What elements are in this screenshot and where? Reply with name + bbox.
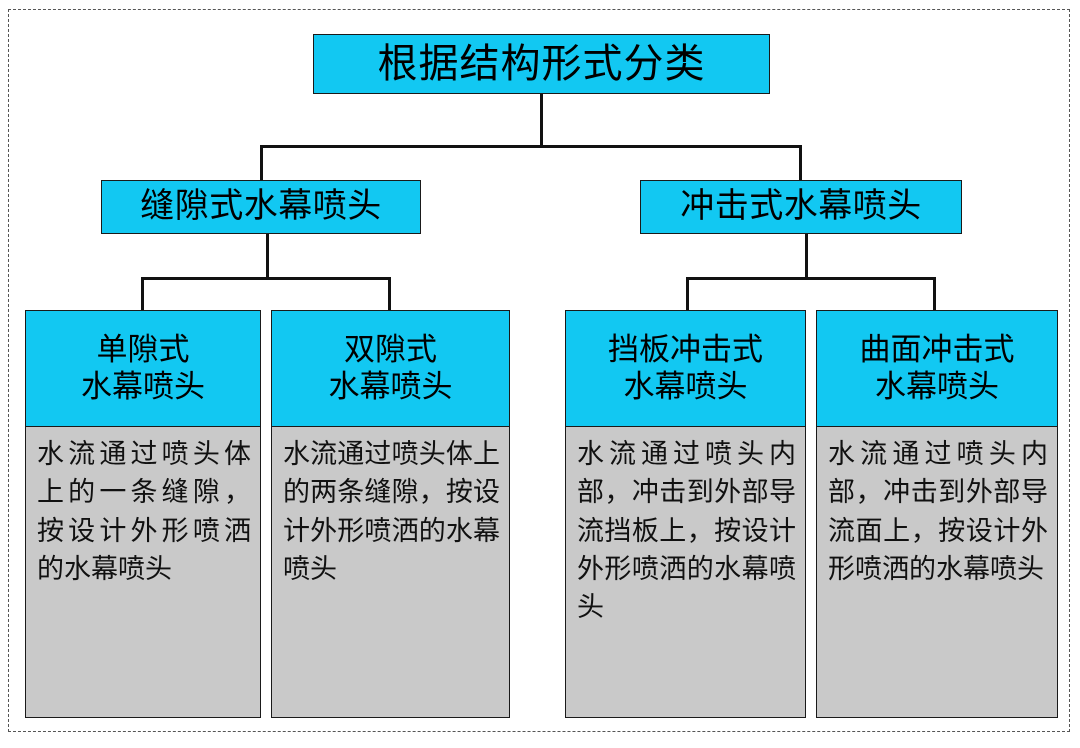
leaf-header-curved-impact[interactable]: 曲面冲击式 水幕喷头 bbox=[816, 310, 1058, 427]
level2-node-impact-type[interactable]: 冲击式水幕喷头 bbox=[640, 180, 962, 234]
leaf-header-baffle-impact[interactable]: 挡板冲击式 水幕喷头 bbox=[565, 310, 806, 427]
level2-node-gap-type[interactable]: 缝隙式水幕喷头 bbox=[101, 180, 421, 234]
connector-gap-children-bus bbox=[141, 277, 391, 280]
connector-impact-children-bus bbox=[686, 277, 936, 280]
leaf-header-double-gap[interactable]: 双隙式 水幕喷头 bbox=[271, 310, 510, 427]
connector-to-single-gap bbox=[141, 277, 144, 311]
leaf-card-curved-impact: 曲面冲击式 水幕喷头 水流通过喷头内部，冲击到外部导流面上，按设计外形喷洒的水幕… bbox=[816, 310, 1058, 718]
connector-gap-type-stem bbox=[266, 234, 269, 278]
connector-to-baffle-impact bbox=[686, 277, 689, 311]
leaf-card-single-gap: 单隙式 水幕喷头 水流通过喷头体上的一条缝隙，按设计外形喷洒的水幕喷头 bbox=[25, 310, 261, 718]
leaf-body-curved-impact: 水流通过喷头内部，冲击到外部导流面上，按设计外形喷洒的水幕喷头 bbox=[816, 427, 1058, 718]
leaf-card-baffle-impact: 挡板冲击式 水幕喷头 水流通过喷头内部，冲击到外部导流挡板上，按设计外形喷洒的水… bbox=[565, 310, 806, 718]
connector-to-gap-type bbox=[260, 145, 263, 181]
leaf-card-double-gap: 双隙式 水幕喷头 水流通过喷头体上的两条缝隙，按设计外形喷洒的水幕喷头 bbox=[271, 310, 510, 718]
leaf-body-single-gap: 水流通过喷头体上的一条缝隙，按设计外形喷洒的水幕喷头 bbox=[25, 427, 261, 718]
root-node-structure-classification[interactable]: 根据结构形式分类 bbox=[313, 34, 770, 94]
connector-to-impact-type bbox=[799, 145, 802, 181]
connector-root-stem bbox=[540, 94, 543, 146]
connector-to-curved-impact bbox=[933, 277, 936, 311]
leaf-body-double-gap: 水流通过喷头体上的两条缝隙，按设计外形喷洒的水幕喷头 bbox=[271, 427, 510, 718]
leaf-header-single-gap[interactable]: 单隙式 水幕喷头 bbox=[25, 310, 261, 427]
leaf-body-baffle-impact: 水流通过喷头内部，冲击到外部导流挡板上，按设计外形喷洒的水幕喷头 bbox=[565, 427, 806, 718]
connector-to-double-gap bbox=[388, 277, 391, 311]
connector-impact-type-stem bbox=[805, 234, 808, 278]
connector-level2-bus bbox=[260, 145, 802, 148]
